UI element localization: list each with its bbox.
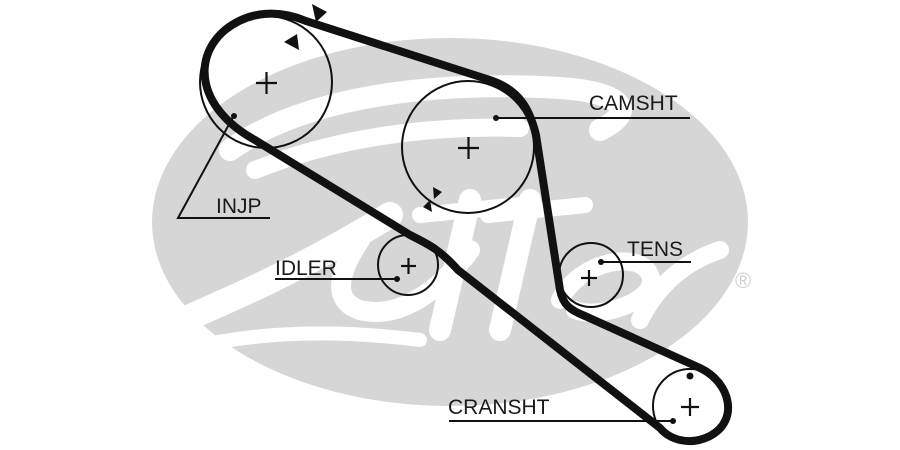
gates-watermark-logo: ® xyxy=(147,38,751,406)
injp-label: INJP xyxy=(216,195,262,218)
timing-belt xyxy=(200,9,732,446)
idler-leader-dot xyxy=(394,276,400,282)
camshaft-label: CAMSHT xyxy=(589,92,678,115)
pulley-centers xyxy=(256,72,699,416)
leaders xyxy=(176,116,691,422)
injp-timing-mark-upper-icon xyxy=(312,4,327,22)
crankshaft-leader-dot xyxy=(670,418,676,424)
tensioner-center-cross-icon xyxy=(581,270,597,286)
camshaft-timing-mark-lower-icon xyxy=(423,200,432,212)
tensioner-label: TENS xyxy=(627,238,683,261)
injp-center-cross-icon xyxy=(256,72,277,94)
camshaft-center-cross-icon xyxy=(458,137,479,159)
idler-center-cross-icon xyxy=(401,258,416,274)
timing-marks xyxy=(284,4,694,380)
injp-leader-line xyxy=(176,116,270,219)
crankshaft-center-cross-icon xyxy=(681,398,699,416)
injp-leader-dot xyxy=(231,113,237,119)
registered-trademark-mark: ® xyxy=(735,268,751,293)
camshaft-timing-mark-upper-icon xyxy=(433,187,442,199)
injp-timing-mark-lower-icon xyxy=(284,34,299,50)
tensioner-leader-dot xyxy=(598,259,604,265)
camshaft-leader-dot xyxy=(493,115,499,121)
crankshaft-timing-dot-icon xyxy=(686,372,694,380)
leader-dots xyxy=(231,113,676,424)
idler-label: IDLER xyxy=(275,257,337,280)
crankshaft-label: CRANSHT xyxy=(448,396,550,419)
